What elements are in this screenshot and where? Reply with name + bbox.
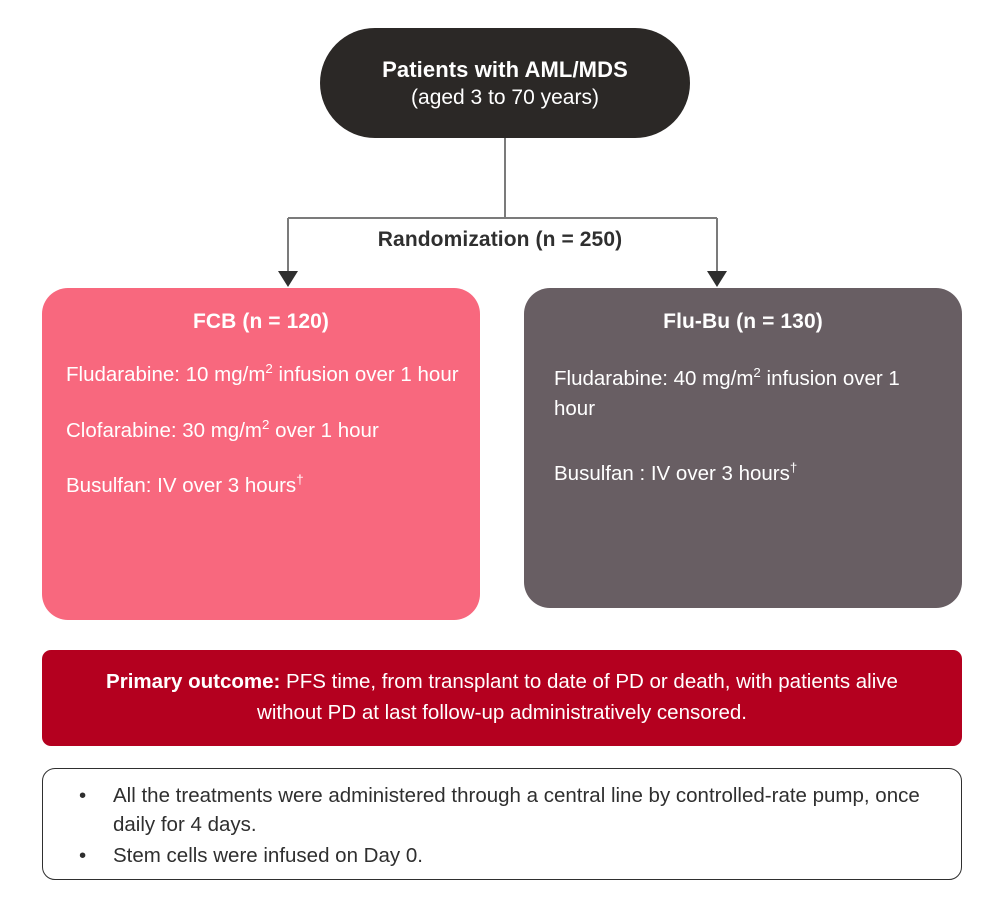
primary-outcome-label: Primary outcome:	[106, 670, 281, 694]
notes-box: • All the treatments were administered th…	[42, 768, 962, 880]
arm-item-fcb-fludarabine: Fludarabine: 10 mg/m2 infusion over 1 ho…	[66, 361, 459, 386]
dagger-symbol: †	[789, 460, 798, 476]
notes-list: • All the treatments were administered th…	[65, 781, 939, 870]
note-text: Stem cells were infused on Day 0.	[113, 844, 423, 868]
primary-outcome-text: Primary outcome: PFS time, from transpla…	[76, 667, 928, 729]
bullet-icon: •	[79, 784, 87, 807]
patients-box-title: Patients with AML/MDS	[382, 56, 628, 82]
primary-outcome-description: PFS time, from transplant to date of PD …	[257, 670, 898, 724]
note-text: All the treatments were administered thr…	[113, 784, 920, 837]
arm-box-flubu: Flu-Bu (n = 130) Fludarabine: 40 mg/m2 i…	[524, 288, 962, 608]
patients-box-subtitle: (aged 3 to 70 years)	[411, 85, 599, 109]
arm-item-fcb-busulfan: Busulfan: IV over 3 hours†	[66, 472, 304, 498]
patients-box: Patients with AML/MDS (aged 3 to 70 year…	[320, 28, 690, 138]
bullet-icon: •	[79, 844, 87, 868]
superscript-two: 2	[265, 361, 273, 377]
arm-box-fcb: FCB (n = 120) Fludarabine: 10 mg/m2 infu…	[42, 288, 480, 620]
superscript-two: 2	[261, 416, 270, 432]
superscript-two: 2	[753, 365, 761, 381]
randomization-label: Randomization (n = 250)	[377, 228, 623, 251]
arm-body-flubu: Fludarabine: 40 mg/m2 infusion over 1 ho…	[524, 364, 962, 489]
arm-item-fcb-clofarabine: Clofarabine: 30 mg/m2 over 1 hour	[66, 416, 379, 442]
arm-body-fcb: Fludarabine: 10 mg/m2 infusion over 1 ho…	[42, 360, 480, 501]
list-item: • Stem cells were infused on Day 0.	[65, 841, 939, 870]
arm-title-flubu: Flu-Bu (n = 130)	[663, 310, 823, 333]
primary-outcome-banner: Primary outcome: PFS time, from transpla…	[42, 650, 962, 746]
list-item: • All the treatments were administered th…	[65, 781, 939, 839]
arm-item-flubu-busulfan: Busulfan : IV over 3 hours†	[554, 460, 798, 486]
arm-item-flubu-fludarabine: Fludarabine: 40 mg/m2 infusion over 1 ho…	[554, 365, 900, 420]
arm-title-fcb: FCB (n = 120)	[192, 310, 330, 333]
dagger-symbol: †	[296, 472, 304, 488]
